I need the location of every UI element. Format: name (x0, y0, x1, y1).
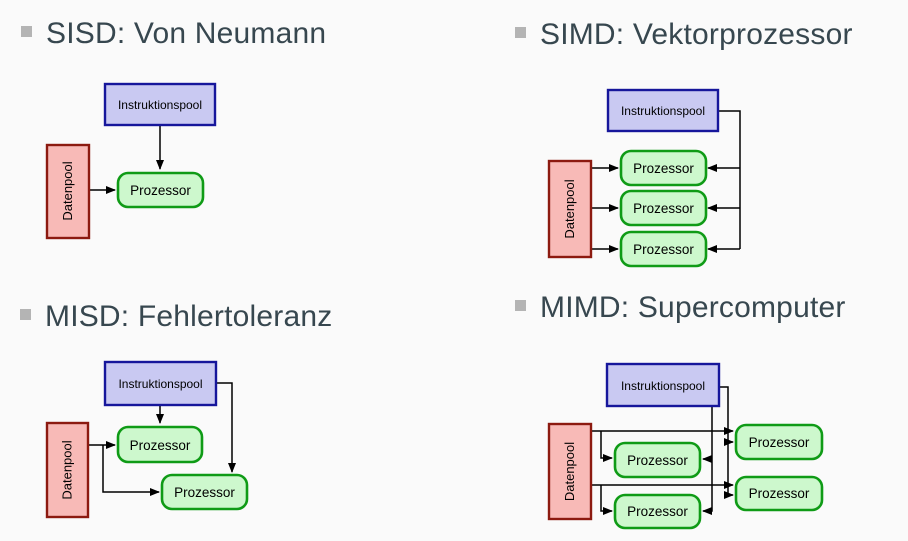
mimd-data-pool-box (547, 422, 593, 521)
simd-processor-2-label: Prozessor (633, 201, 694, 216)
misd-data-pool-box (45, 421, 90, 519)
simd-instruction-pool-box (606, 88, 720, 133)
bullet-square-icon (21, 26, 32, 37)
heading-simd-text: SIMD: Vektorprozessor (540, 18, 853, 51)
mimd-instruction-rail-left (702, 406, 713, 515)
sisd-processor-box (116, 171, 205, 209)
simd-processor-1-box (619, 149, 708, 187)
misd-arrow-instruction-to-processor-2 (216, 382, 236, 473)
mimd-left-processor-1-box (613, 441, 702, 479)
simd-processor-2-box (619, 189, 708, 227)
simd-processor-3-box (619, 230, 708, 268)
mimd-arrow-data-to-left-processor-1 (600, 431, 613, 462)
mimd-data-pool-label: Datenpool (562, 442, 577, 501)
misd-instruction-pool-box (103, 360, 218, 407)
heading-sisd: SISD: Von Neumann (21, 16, 326, 51)
simd-processor-3-label: Prozessor (633, 242, 694, 257)
mimd-right-processor-1-box (734, 423, 824, 461)
diagram-sisd: Instruktionspool Datenpool Prozessor (45, 82, 217, 240)
misd-data-pool-label: Datenpool (60, 440, 75, 499)
misd-instruction-pool-label: Instruktionspool (118, 377, 202, 391)
mimd-arrow-data-to-left-processor-2 (600, 485, 613, 515)
diagram-simd: Instruktionspool Datenpool Prozessor Pro… (547, 88, 741, 268)
mimd-left-processor-2-label: Prozessor (627, 504, 688, 519)
bullet-square-icon (515, 27, 526, 38)
sisd-instruction-pool-label: Instruktionspool (118, 98, 202, 112)
sisd-data-pool-label: Datenpool (60, 161, 75, 220)
mimd-right-processor-2-label: Prozessor (749, 486, 810, 501)
heading-mimd-text: MIMD: Supercomputer (540, 291, 846, 324)
simd-instruction-rail (718, 110, 741, 249)
simd-processor-1-label: Prozessor (633, 161, 694, 176)
simd-data-pool-box (547, 159, 593, 259)
heading-misd-text: MISD: Fehlertoleranz (45, 300, 333, 333)
sisd-processor-label: Prozessor (130, 183, 191, 198)
misd-processor-2-label: Prozessor (174, 485, 235, 500)
simd-data-pool-label: Datenpool (562, 179, 577, 238)
diagram-misd: Instruktionspool Datenpool Prozessor Pro… (45, 360, 249, 519)
heading-misd: MISD: Fehlertoleranz (20, 299, 332, 334)
mimd-left-processor-1-label: Prozessor (627, 453, 688, 468)
misd-processor-1-label: Prozessor (130, 438, 191, 453)
sisd-instruction-pool-box (103, 82, 217, 127)
heading-mimd: MIMD: Supercomputer (515, 290, 846, 325)
mimd-left-processor-2-box (613, 493, 702, 530)
misd-arrow-data-to-processor-2 (102, 445, 160, 496)
mimd-instruction-pool-label: Instruktionspool (621, 379, 705, 393)
mimd-right-processor-1-label: Prozessor (749, 435, 810, 450)
simd-instruction-pool-label: Instruktionspool (621, 104, 705, 118)
heading-simd: SIMD: Vektorprozessor (515, 17, 853, 52)
mimd-right-processor-2-box (734, 475, 824, 512)
bullet-square-icon (20, 309, 31, 320)
mimd-instruction-rail-right (719, 386, 734, 499)
misd-processor-1-box (116, 425, 204, 464)
bullet-square-icon (515, 300, 526, 311)
mimd-instruction-pool-box (605, 362, 721, 408)
diagram-mimd: Instruktionspool Datenpool Prozessor Pro… (547, 362, 824, 530)
heading-sisd-text: SISD: Von Neumann (46, 17, 327, 50)
sisd-data-pool-box (45, 143, 91, 240)
misd-processor-2-box (160, 473, 249, 511)
